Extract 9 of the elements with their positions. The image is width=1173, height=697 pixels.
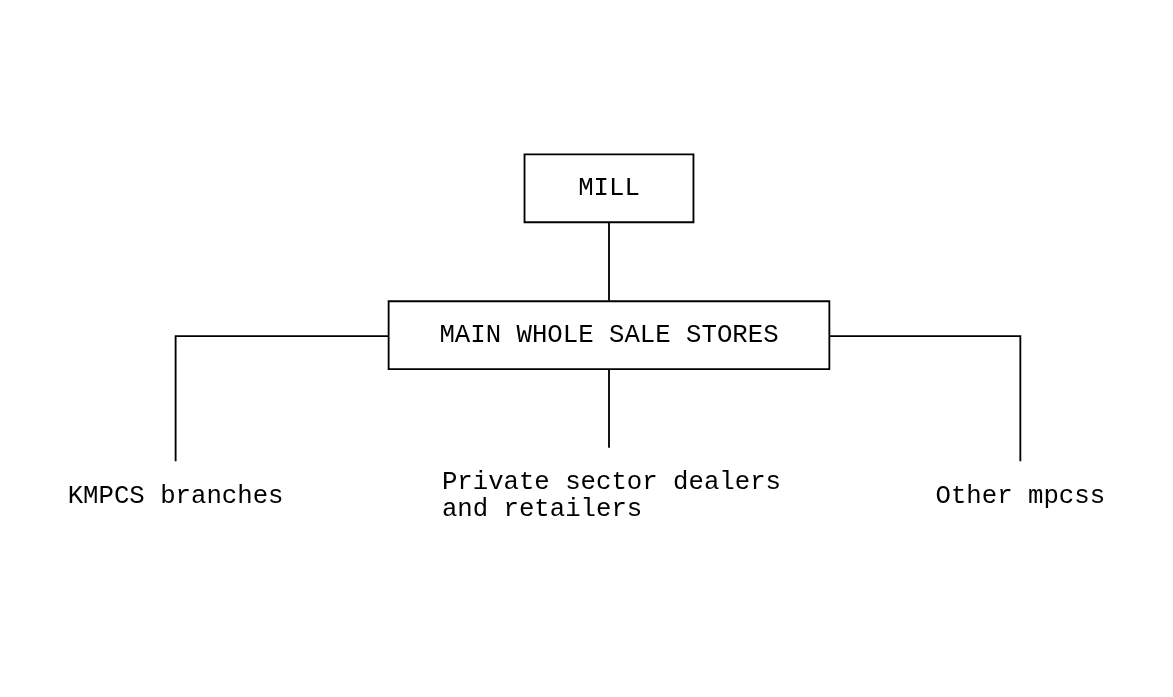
node-text: Other mpcss: [935, 481, 1106, 511]
node-box: MILL: [523, 152, 695, 223]
node-text: KMPCS branches: [67, 481, 284, 511]
connector: [608, 367, 610, 449]
node-text: Private sector dealers and retailers: [441, 467, 782, 524]
connector: [174, 334, 390, 462]
connector: [608, 220, 610, 302]
connector: [828, 334, 1022, 462]
node-box: MAIN WHOLE SALE STORES: [387, 299, 831, 370]
